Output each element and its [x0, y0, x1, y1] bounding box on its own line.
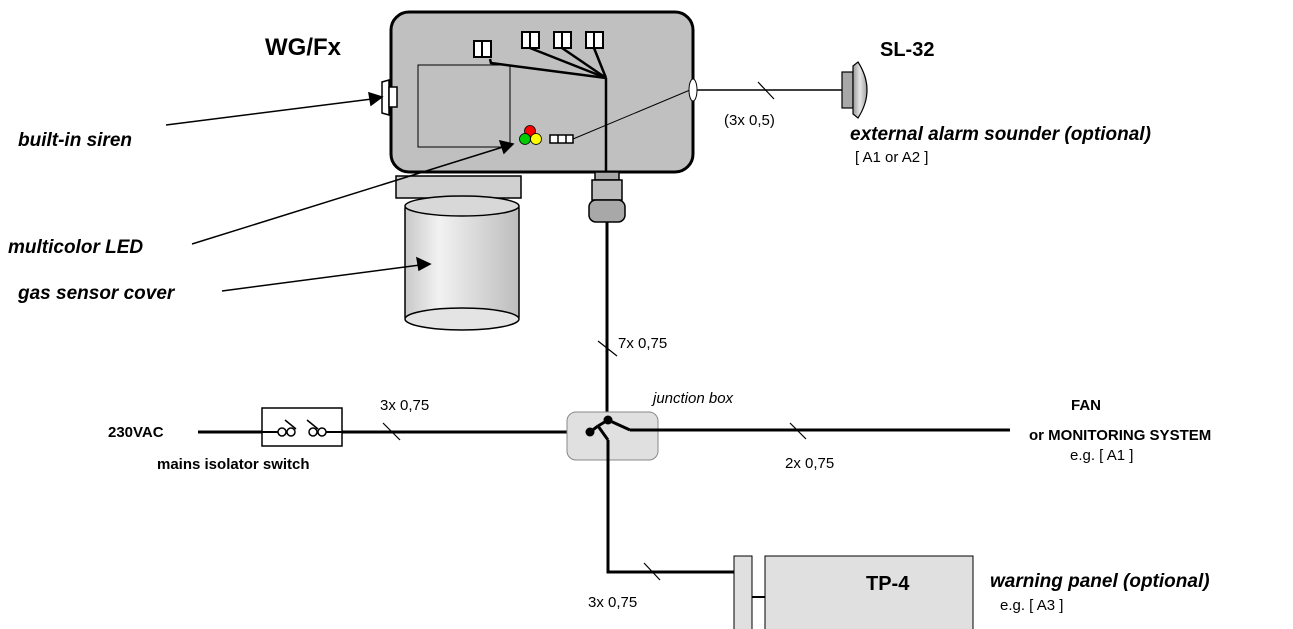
warning-panel: [733, 555, 974, 629]
cable-panel: [606, 440, 734, 574]
junction-node: [603, 415, 613, 425]
sensor-cover-label: gas sensor cover: [17, 283, 176, 304]
fan-label: FAN: [1071, 397, 1101, 414]
sounder-title: SL-32: [880, 39, 934, 61]
cable-gland: [588, 171, 626, 223]
cable-tick: [757, 81, 775, 100]
junction-label: junction box: [651, 390, 734, 407]
callout-arrows: [165, 91, 515, 292]
fan-ref: e.g. [ A1 ]: [1070, 447, 1133, 464]
panel-description: warning panel (optional): [990, 571, 1210, 592]
switch-label: mains isolator switch: [157, 456, 310, 473]
fan-cable-label: 2x 0,75: [785, 455, 834, 472]
led-connector: [549, 134, 574, 144]
mains-isolator-switch: [261, 407, 343, 447]
sounder-port: [688, 78, 698, 102]
sensor-collar: [395, 175, 522, 199]
led-label: multicolor LED: [8, 237, 143, 258]
sounder-description: external alarm sounder (optional): [850, 124, 1151, 145]
device-cable-label: 7x 0,75: [618, 335, 667, 352]
mains-cable-label: 3x 0,75: [380, 397, 429, 414]
gas-sensor-cover: [404, 195, 520, 331]
siren-label: built-in siren: [18, 130, 132, 151]
sounder-ref: [ A1 or A2 ]: [855, 149, 928, 166]
cable-tick: [643, 562, 661, 581]
cable-tick: [789, 422, 807, 440]
cable-tick: [597, 340, 618, 357]
siren-icon: [381, 79, 398, 116]
junction-node: [585, 427, 595, 437]
panel-title: TP-4: [866, 573, 910, 595]
cable-tick: [382, 422, 401, 441]
device-title: WG/Fx: [265, 34, 342, 61]
external-sounder-icon: [841, 61, 868, 119]
panel-ref: e.g. [ A3 ]: [1000, 597, 1063, 614]
mains-voltage-label: 230VAC: [108, 424, 164, 441]
panel-cable-label: 3x 0,75: [588, 594, 637, 611]
sounder-cable-label: (3x 0,5): [724, 112, 775, 129]
junction-box: [566, 411, 659, 461]
led-connector-wire: [572, 89, 691, 140]
fan-label-line2: or MONITORING SYSTEM: [1029, 427, 1211, 444]
multicolor-led: [519, 125, 542, 145]
display-window: [417, 64, 511, 148]
